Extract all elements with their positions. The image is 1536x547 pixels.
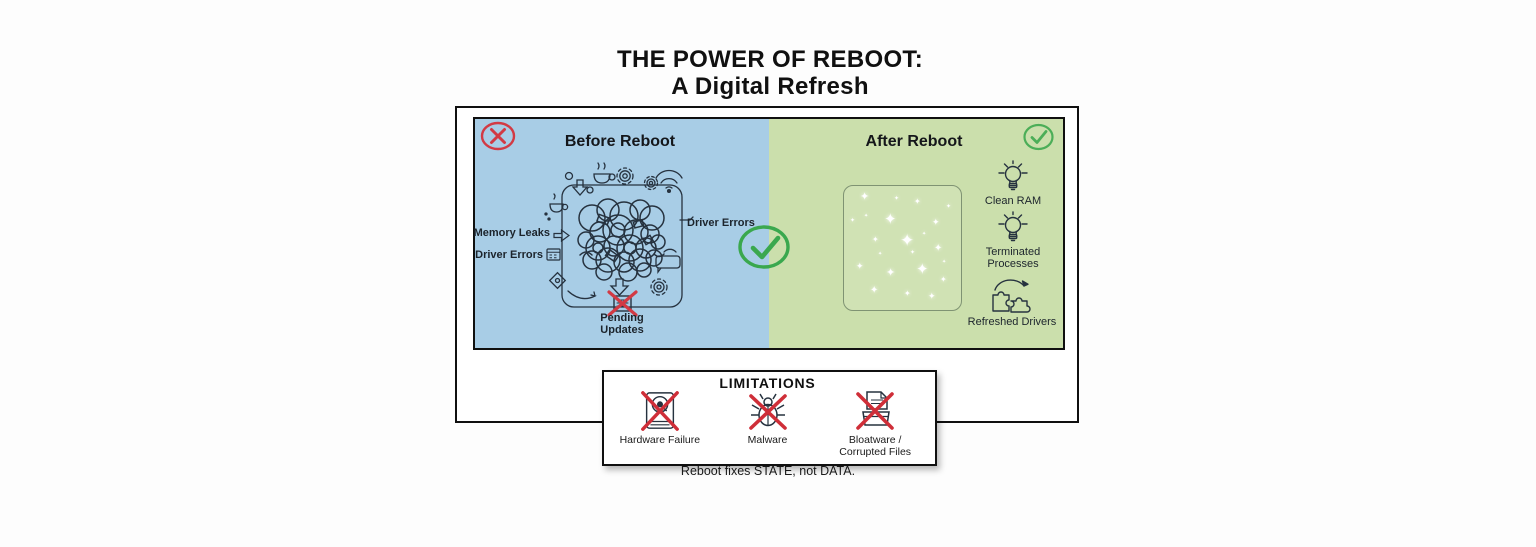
sparkle-glyph: ✦	[878, 251, 883, 257]
clean-system-box: ✦✦✦✦✦✦✦✦✦✦✦✦✦✦✦✦✦✦✦✦✦✦	[843, 185, 962, 311]
sparkle-glyph: ✦	[910, 250, 916, 256]
sparkle-glyph: ✦	[934, 243, 943, 254]
after-reboot-panel	[769, 119, 1063, 348]
clutter-doodle	[544, 162, 694, 317]
page-title-line2: A Digital Refresh	[671, 73, 869, 100]
refreshed-drivers-label: Refreshed Drivers	[967, 316, 1057, 328]
driver-errors-right-label: Driver Errors	[687, 217, 755, 229]
terminated-processes-label: Terminated Processes	[985, 246, 1041, 270]
sparkle-glyph: ✦	[860, 191, 870, 203]
limitation-malware: Malware	[714, 390, 822, 458]
before-heading: Before Reboot	[564, 133, 676, 150]
arrow-down-icon	[571, 179, 589, 196]
sparkle-glyph: ✦	[942, 259, 947, 265]
arrow-right-icon	[553, 229, 570, 242]
sparkle-glyph: ✦	[856, 261, 864, 271]
footer-caption: Reboot fixes STATE, not DATA.	[680, 464, 856, 478]
coffee-cup-icon	[544, 162, 616, 221]
gear-icon	[616, 167, 659, 191]
circle-check-icon	[1023, 123, 1054, 151]
sparkle-glyph: ✦	[894, 196, 900, 202]
sparkle-glyph: ✦	[864, 213, 869, 219]
clean-ram-label: Clean RAM	[984, 195, 1042, 207]
sparkle-glyph: ✦	[884, 211, 897, 228]
window-icon	[546, 248, 561, 261]
circle-x-icon	[480, 121, 516, 151]
sparkle-glyph: ✦	[928, 291, 936, 301]
hard-drive-crossed-icon	[640, 390, 680, 432]
bug-crossed-icon	[747, 390, 789, 432]
puzzle-refresh-icon	[992, 279, 1031, 313]
after-heading: After Reboot	[865, 133, 963, 150]
limitations-items: Hardware Failure Malware	[606, 390, 929, 458]
limitation-bloatware: Bloatware / Corrupted Files	[821, 390, 929, 458]
sparkle-glyph: ✦	[886, 267, 896, 279]
scribble-tangle	[577, 198, 666, 282]
before-reboot-panel	[475, 119, 769, 348]
memory-leaks-label: Memory Leaks	[473, 227, 550, 239]
sparkle-glyph: ✦	[904, 289, 911, 298]
lightbulb-icon	[998, 211, 1028, 242]
wifi-icon	[655, 169, 683, 194]
sparkle-glyph: ✦	[932, 217, 940, 227]
driver-errors-left-label: Driver Errors	[475, 249, 543, 261]
sparkle-glyph: ✦	[850, 218, 856, 224]
sparkle-glyph: ✦	[900, 231, 915, 250]
sparkle-glyph: ✦	[916, 261, 929, 278]
sparkle-glyph: ✦	[940, 275, 947, 284]
limitations-heading: LIMITATIONS	[719, 375, 816, 391]
sparkle-glyph: ✦	[914, 197, 921, 206]
circle-check-icon	[738, 225, 790, 269]
crossed-box-icon	[607, 290, 638, 317]
document-crossed-icon	[854, 390, 896, 432]
sparkle-glyph: ✦	[946, 204, 952, 210]
sparkle-glyph: ✦	[872, 235, 879, 244]
sparkle-glyph: ✦	[870, 285, 879, 296]
sparkle-glyph: ✦	[922, 231, 927, 237]
arrow-down-icon	[609, 278, 630, 296]
lightbulb-icon	[998, 160, 1028, 191]
page-title-line1: THE POWER OF REBOOT:	[617, 46, 923, 73]
pending-updates-label: Pending Updates	[600, 312, 644, 336]
limitation-hardware-failure: Hardware Failure	[606, 390, 714, 458]
comparison-panel	[473, 117, 1065, 350]
